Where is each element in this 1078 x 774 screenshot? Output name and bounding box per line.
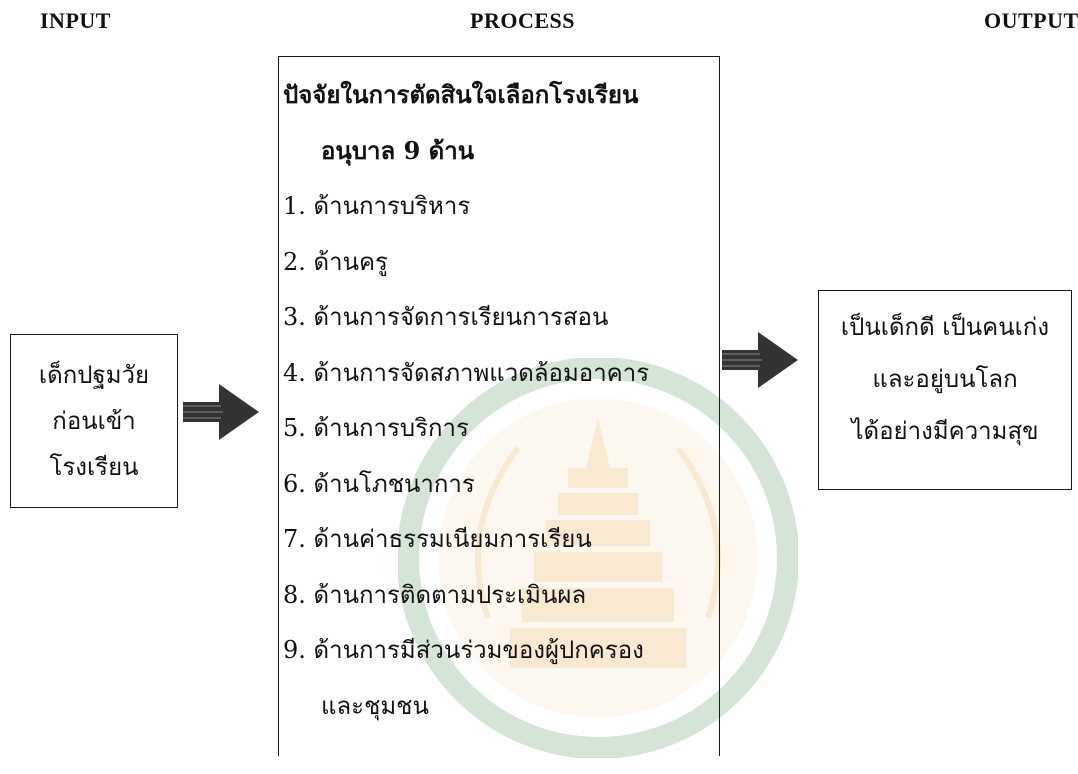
process-item: 4. ด้านการจัดสภาพแวดล้อมอาคาร [283,358,650,387]
process-box: ปัจจัยในการตัดสินใจเลือกโรงเรียน อนุบาล … [278,56,720,756]
process-item: 1. ด้านการบริหาร [283,192,471,220]
process-title-line1: ปัจจัยในการตัดสินใจเลือกโรงเรียน [283,80,639,109]
output-line: ได้อย่างมีความสุข [851,417,1039,445]
process-item: 6. ด้านโภชนาการ [283,469,475,498]
process-item: 3. ด้านการจัดการเรียนการสอน [283,303,609,331]
input-line: โรงเรียน [49,453,139,481]
right-arrow-icon [722,332,798,388]
process-item-continued: และชุมชน [321,691,429,720]
process-title: ปัจจัยในการตัดสินใจเลือกโรงเรียน อนุบาล … [283,67,719,179]
process-title-line2: อนุบาล 9 ด้าน [321,136,475,165]
input-box: เด็กปฐมวัย ก่อนเข้า โรงเรียน [10,334,178,508]
process-item: 2. ด้านครู [283,247,388,276]
process-item: 8. ด้านการติดตามประเมินผล [283,580,587,609]
process-heading: PROCESS [470,8,575,33]
output-line: เป็นเด็กดี เป็นคนเก่ง [840,313,1050,341]
output-line: และอยู่บนโลก [872,365,1018,393]
input-heading: INPUT [40,8,111,33]
process-item: 7. ด้านค่าธรรมเนียมการเรียน [283,525,592,553]
output-box: เป็นเด็กดี เป็นคนเก่ง และอยู่บนโลก ได้อย… [818,290,1072,490]
process-item: 9. ด้านการมีส่วนร่วมของผู้ปกครอง [283,636,644,664]
right-arrow-icon [183,384,259,440]
process-item: 5. ด้านการบริการ [283,414,469,442]
input-line: ก่อนเข้า [52,407,136,435]
input-line: เด็กปฐมวัย [38,361,150,389]
output-heading: OUTPUT [984,8,1078,33]
